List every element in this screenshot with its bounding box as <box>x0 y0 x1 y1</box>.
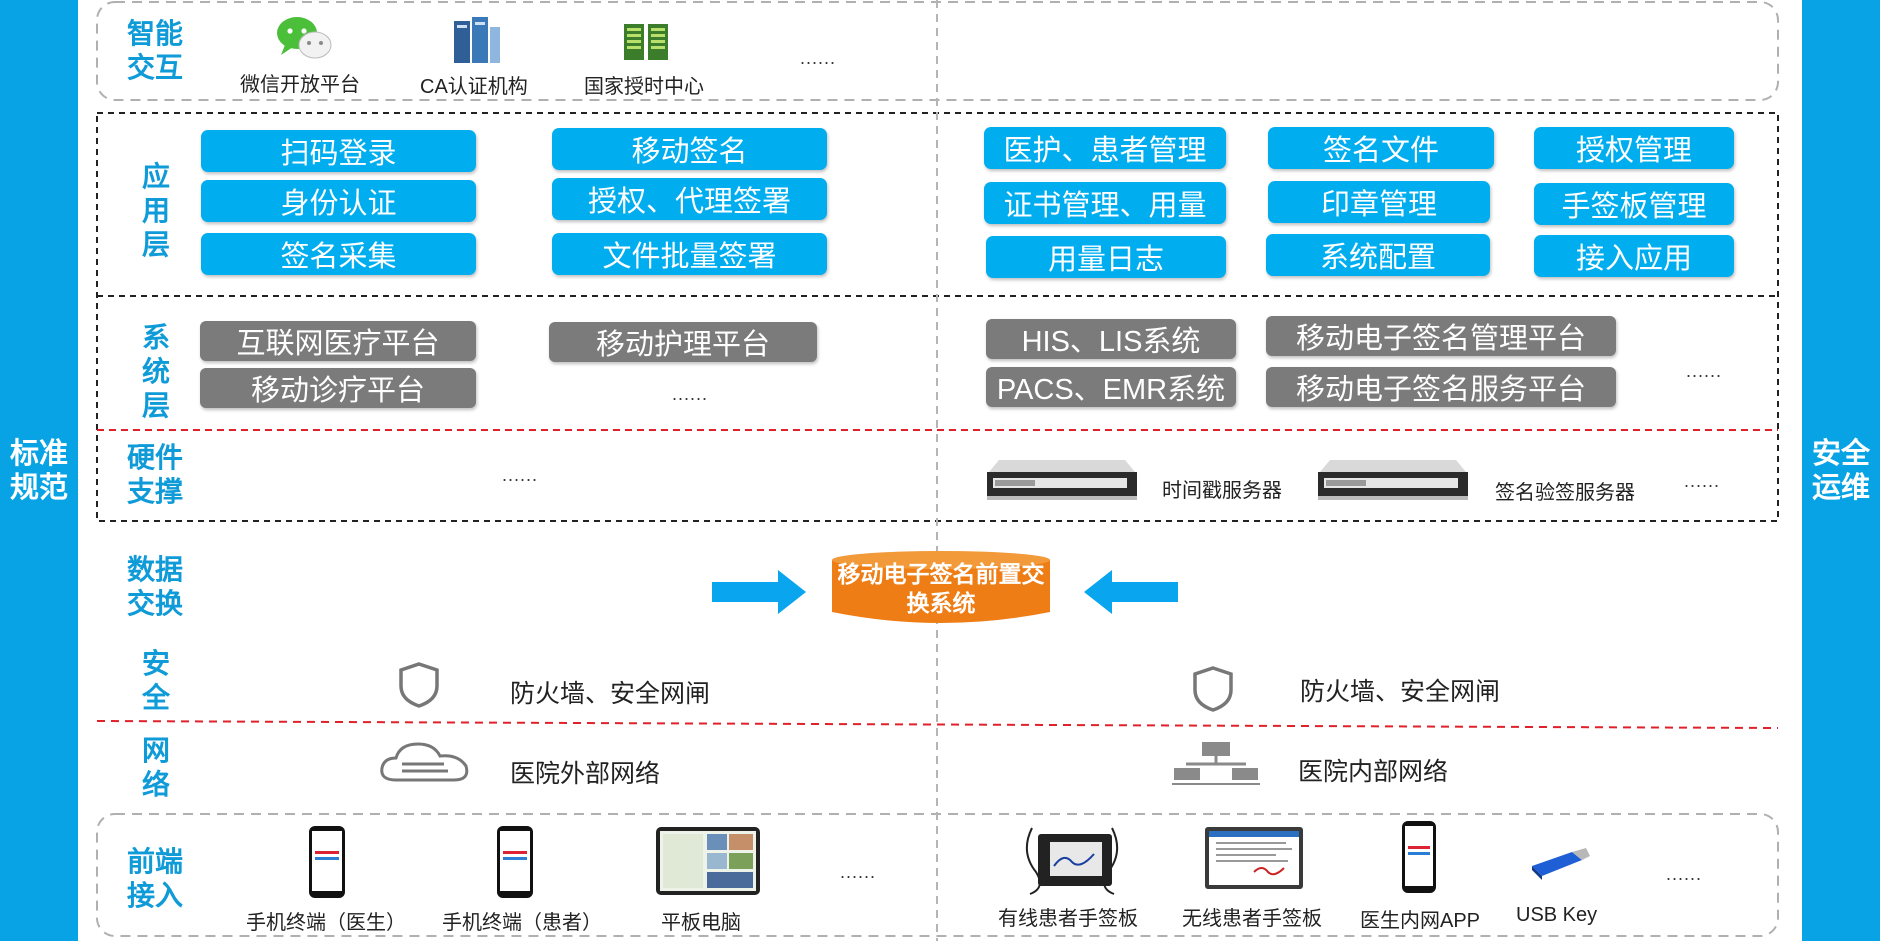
app-authorize-proxy-sign[interactable]: 授权、代理签署 <box>552 178 827 220</box>
timestamp-server-icon <box>987 460 1137 500</box>
exchange-system-cylinder <box>832 551 1050 623</box>
left-sidebar-label: 标准规范 <box>9 437 68 504</box>
app-seal-mgmt[interactable]: 印章管理 <box>1268 181 1490 223</box>
phone-icon <box>1402 821 1436 893</box>
cloud-icon <box>380 742 469 782</box>
section-interaction: 智能交互 <box>126 18 183 83</box>
section-system: 系统层 <box>141 322 170 421</box>
hardware-right-more: ...... <box>1684 471 1721 491</box>
system-left-more: ...... <box>672 384 709 404</box>
app-authorization-mgmt[interactable]: 授权管理 <box>1534 127 1734 169</box>
app-identity-auth[interactable]: 身份认证 <box>201 180 476 222</box>
interaction-more: ...... <box>800 48 837 68</box>
left-sidebar-standards: 标准规范 <box>0 0 78 941</box>
ca-label: CA认证机构 <box>420 76 528 98</box>
usb-key-icon <box>1532 848 1590 880</box>
app-cert-usage-mgmt[interactable]: 证书管理、用量 <box>984 182 1226 224</box>
app-signature-capture[interactable]: 签名采集 <box>201 233 476 275</box>
section-exchange: 数据交换 <box>126 554 183 619</box>
frontend-wireless-signpad-label: 无线患者手签板 <box>1182 908 1322 930</box>
hardware-left-more: ...... <box>502 465 539 485</box>
shield-icon <box>399 662 439 708</box>
frontend-patient-phone-label: 手机终端（患者） <box>442 912 602 934</box>
sys-mobile-diagnosis[interactable]: 移动诊疗平台 <box>200 368 476 408</box>
phone-icon <box>309 826 345 898</box>
network-left-label: 医院外部网络 <box>510 760 661 788</box>
sys-mobile-nursing[interactable]: 移动护理平台 <box>549 322 817 362</box>
section-network: 网络 <box>141 735 170 800</box>
app-batch-sign[interactable]: 文件批量签署 <box>552 233 827 275</box>
app-integrate-apps[interactable]: 接入应用 <box>1534 235 1734 277</box>
app-mobile-sign[interactable]: 移动签名 <box>552 128 827 170</box>
frontend-doctor-app-label: 医生内网APP <box>1360 910 1481 932</box>
right-sidebar-label: 安全运维 <box>1811 437 1870 504</box>
wechat-icon <box>277 17 332 59</box>
exchange-system-label: 移动电子签名前置交换系统 <box>837 561 1045 616</box>
app-staff-patient-mgmt[interactable]: 医护、患者管理 <box>984 127 1226 169</box>
app-signed-files[interactable]: 签名文件 <box>1268 127 1494 169</box>
network-right-label: 医院内部网络 <box>1298 758 1449 786</box>
sign-verify-server-label: 签名验签服务器 <box>1495 482 1635 504</box>
right-sidebar-security-ops: 安全运维 <box>1802 0 1880 941</box>
frontend-usb-key-label: USB Key <box>1516 904 1598 926</box>
shield-icon <box>1193 666 1233 712</box>
app-signpad-mgmt[interactable]: 手签板管理 <box>1534 183 1734 225</box>
wired-signpad-icon <box>1025 827 1119 895</box>
sys-esign-service-platform[interactable]: 移动电子签名服务平台 <box>1266 367 1616 407</box>
sys-esign-mgmt-platform[interactable]: 移动电子签名管理平台 <box>1266 316 1616 356</box>
arrow-right-icon <box>712 570 806 614</box>
phone-icon <box>497 826 533 898</box>
app-system-config[interactable]: 系统配置 <box>1266 234 1490 276</box>
wechat-label: 微信开放平台 <box>240 74 360 96</box>
sign-verify-server-icon <box>1318 460 1468 500</box>
section-application: 应用层 <box>141 161 170 260</box>
frontend-wired-signpad-label: 有线患者手签板 <box>998 908 1138 930</box>
section-frontend: 前端接入 <box>126 846 183 911</box>
security-right-label: 防火墙、安全网闸 <box>1300 678 1501 706</box>
frontend-tablet-label: 平板电脑 <box>661 912 741 934</box>
frontend-right-more: ...... <box>1666 864 1703 884</box>
security-left-label: 防火墙、安全网闸 <box>510 680 711 708</box>
ca-server-icon <box>454 17 500 63</box>
frontend-left-more: ...... <box>840 862 877 882</box>
sys-internet-medical[interactable]: 互联网医疗平台 <box>200 321 476 361</box>
lan-network-icon <box>1172 742 1260 785</box>
time-center-icon <box>624 24 668 60</box>
system-right-more: ...... <box>1686 361 1723 381</box>
arrow-left-icon <box>1084 570 1178 614</box>
time-center-label: 国家授时中心 <box>584 76 704 98</box>
timestamp-server-label: 时间戳服务器 <box>1162 480 1282 502</box>
frontend-doctor-phone-label: 手机终端（医生） <box>246 912 406 934</box>
sys-his-lis[interactable]: HIS、LIS系统 <box>986 319 1236 359</box>
section-security: 安全 <box>141 648 170 713</box>
wireless-signpad-icon <box>1205 827 1303 889</box>
tablet-icon <box>656 827 760 895</box>
app-usage-log[interactable]: 用量日志 <box>986 236 1226 278</box>
app-scan-login[interactable]: 扫码登录 <box>201 130 476 172</box>
sys-pacs-emr[interactable]: PACS、EMR系统 <box>986 367 1236 407</box>
section-hardware: 硬件支撑 <box>126 442 183 507</box>
